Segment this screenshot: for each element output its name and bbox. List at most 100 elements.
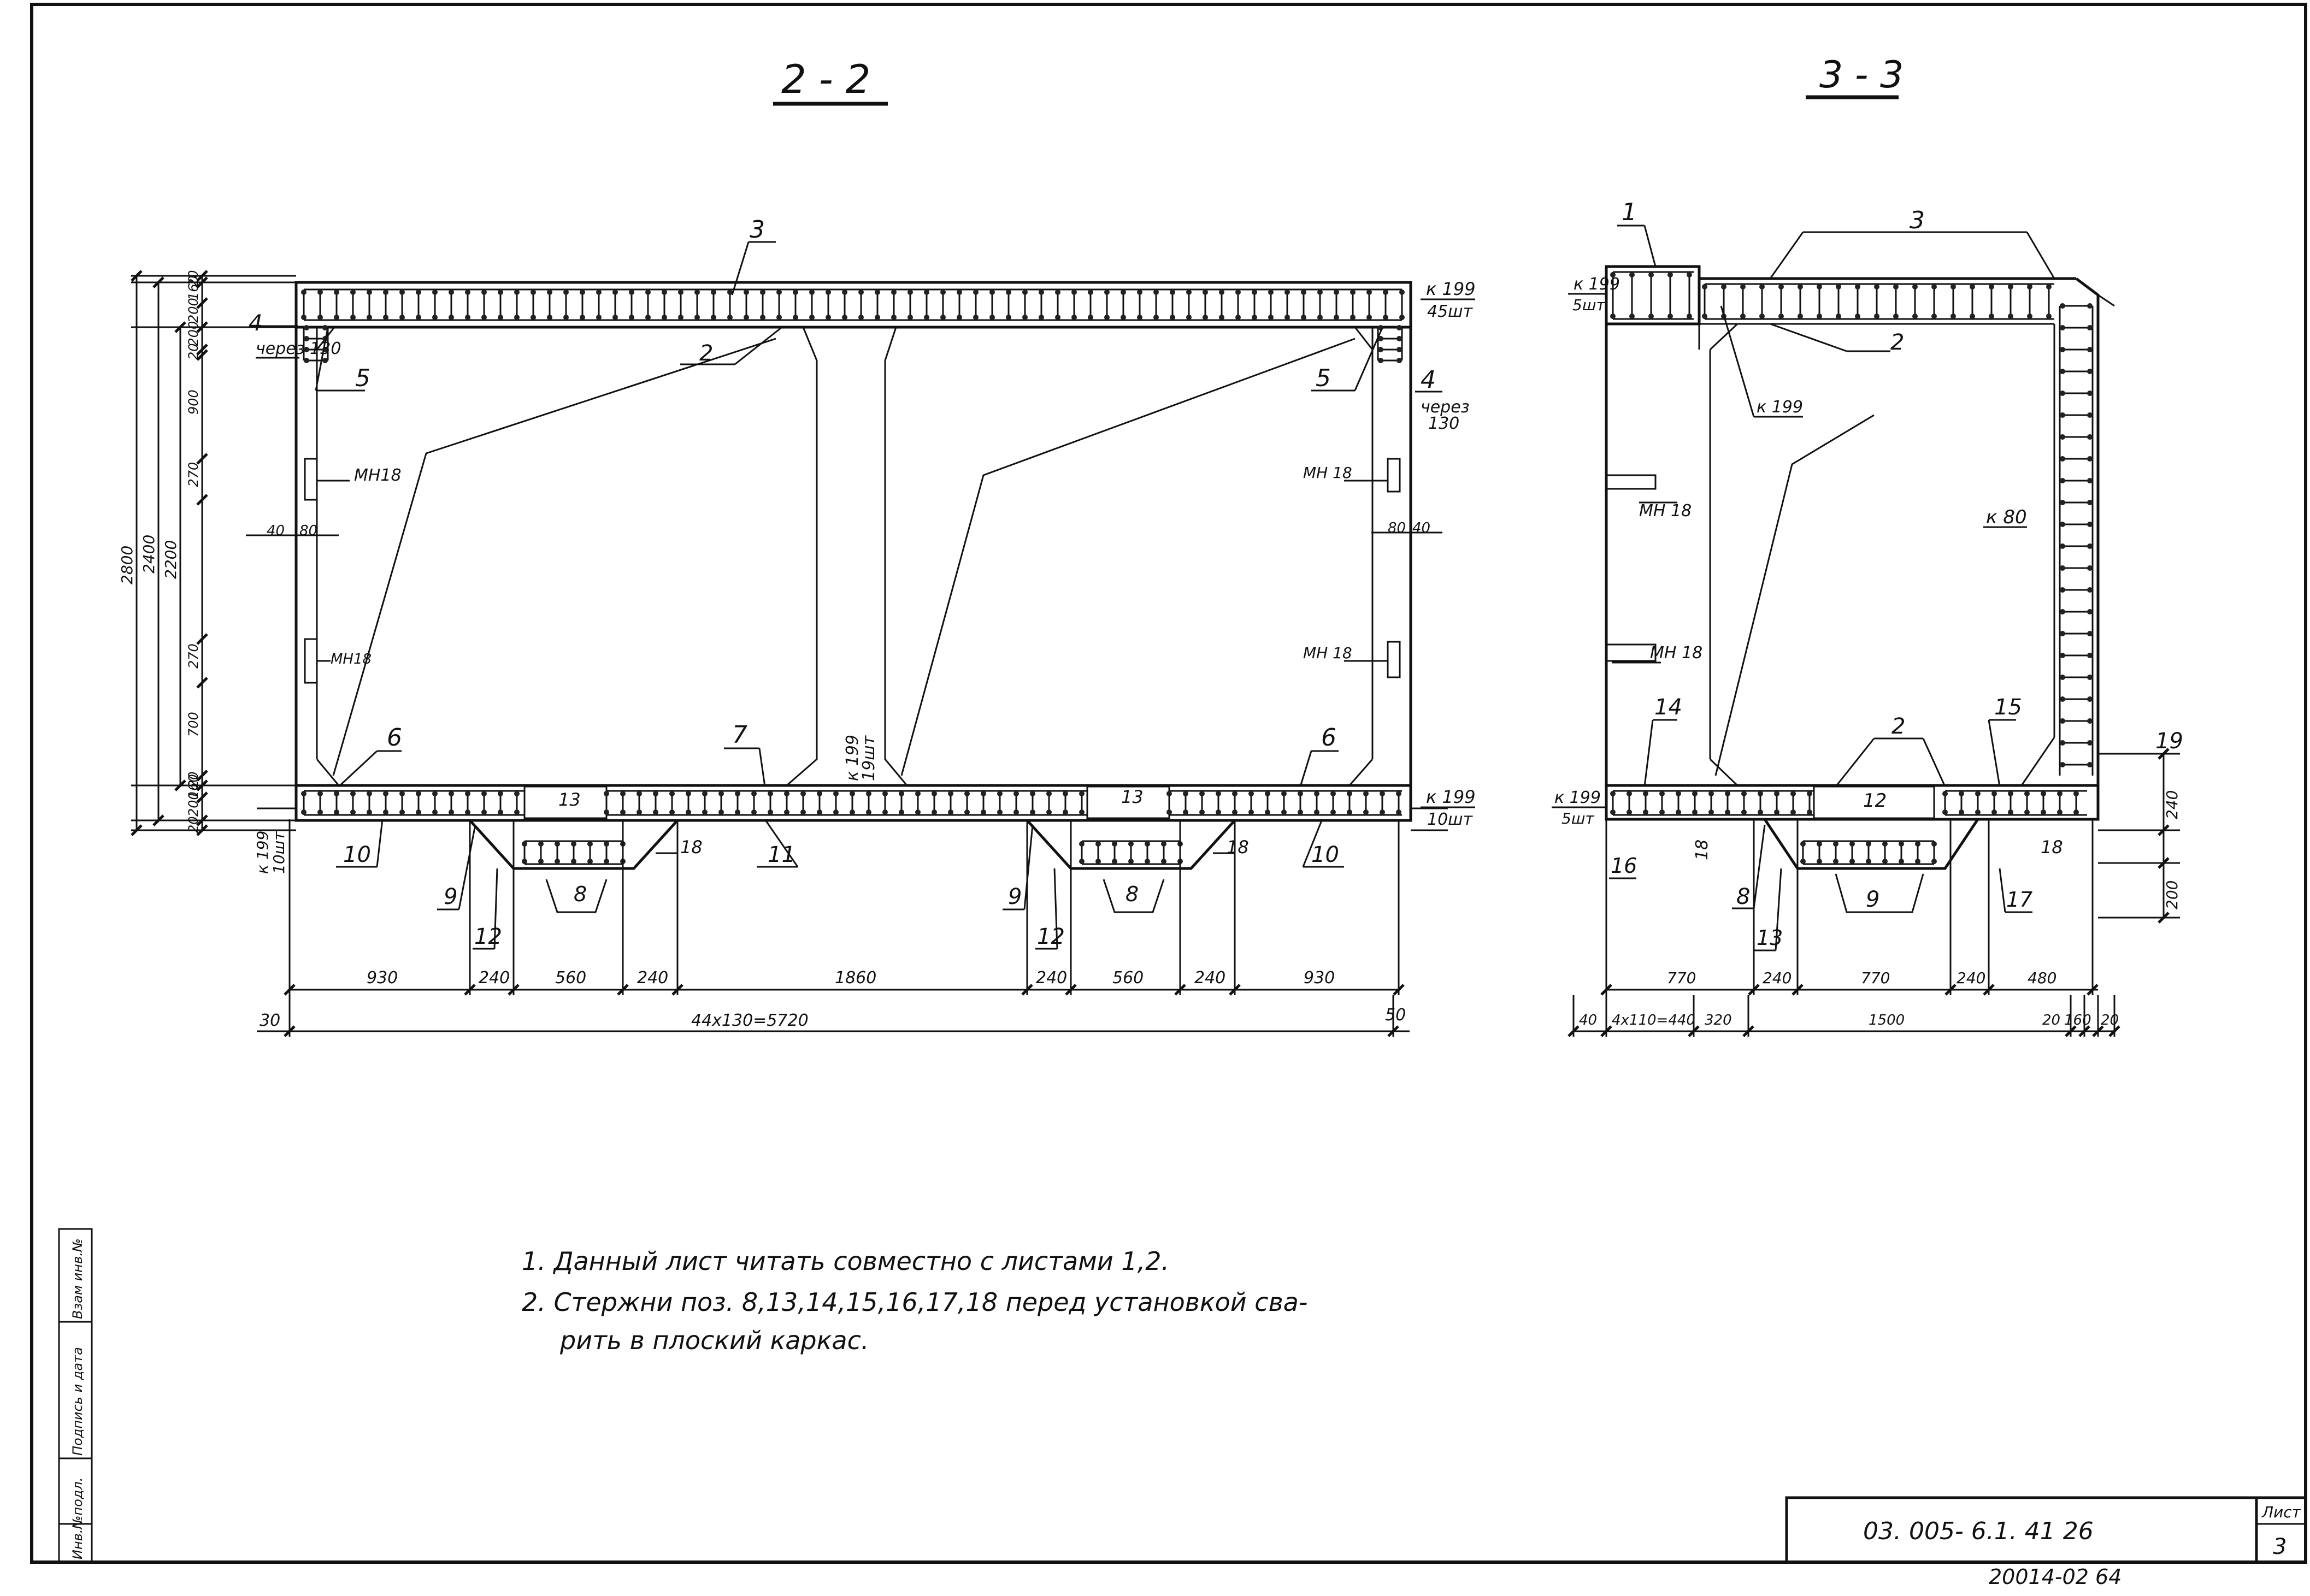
rebar-dot xyxy=(793,315,798,320)
rebar-dot xyxy=(498,289,503,295)
rebar-dot xyxy=(1708,809,1714,815)
rebar-dot xyxy=(1702,284,1707,289)
rebar-dot xyxy=(2060,718,2065,724)
dimension-label: 40 xyxy=(267,523,285,539)
rebar-dot xyxy=(2027,314,2032,319)
rebar-dot xyxy=(1268,315,1274,320)
rebar-dot xyxy=(850,809,855,815)
rebar-dot xyxy=(1931,841,1937,847)
dimension-label: 40 xyxy=(1412,520,1430,536)
rebar-dot xyxy=(1248,809,1254,815)
rebar-cages-3-3 xyxy=(1610,271,2094,865)
rebar-dot xyxy=(629,289,634,295)
dimension-label: 270 xyxy=(186,462,201,487)
rebar-dot xyxy=(1741,791,1747,796)
rebar-dot xyxy=(416,791,421,796)
dimension-label: 200 xyxy=(186,298,201,323)
rebar-dot xyxy=(1882,859,1888,864)
rebar-dot xyxy=(1013,809,1019,815)
dimension-label: 200 xyxy=(186,791,201,817)
rebar-dot xyxy=(882,791,888,796)
rebar-dot xyxy=(1347,791,1352,796)
rebar-dot xyxy=(2087,631,2093,636)
section-3-3-outline xyxy=(1605,265,2180,919)
rebar-dot xyxy=(637,791,642,796)
rebar-dot xyxy=(1970,284,1975,289)
dimension-label: 1500 xyxy=(1869,1012,1905,1028)
rebar-dot xyxy=(383,315,388,320)
rebar-dot xyxy=(1022,289,1028,295)
rebar-dot xyxy=(596,315,602,320)
rebar-dot xyxy=(1366,289,1372,295)
rebar-dot xyxy=(334,809,339,815)
rebar-dot xyxy=(662,315,667,320)
rebar-dot xyxy=(1692,791,1698,796)
dimension-tick xyxy=(196,349,208,361)
rebar-dot xyxy=(604,791,609,796)
rebar-dot xyxy=(531,289,536,295)
rebar-dot xyxy=(957,315,962,320)
rebar-dot xyxy=(1610,809,1616,815)
rebar-dot xyxy=(2008,314,2013,319)
dimension-tick xyxy=(196,770,208,782)
rebar-dot xyxy=(702,791,708,796)
rebar-dot xyxy=(850,791,855,796)
rebar-dot xyxy=(555,841,560,847)
rebar-dot xyxy=(1063,809,1068,815)
rebar-dot xyxy=(1088,315,1093,320)
rebar-dot xyxy=(2060,500,2065,505)
rebar-dot xyxy=(997,791,1003,796)
mark-k199: к 199 xyxy=(1426,279,1476,299)
dimension-label: 270 xyxy=(186,643,201,669)
rebar-dot xyxy=(304,325,309,330)
rebar-dot xyxy=(1317,289,1323,295)
rebar-dot xyxy=(1807,791,1812,796)
rebar-dot xyxy=(1378,336,1383,341)
rebar-dot xyxy=(2041,809,2046,815)
pos-label-11: 11 xyxy=(768,842,795,867)
rebar-dot xyxy=(1396,358,1402,363)
rebar-dot xyxy=(2087,653,2093,658)
rebar-dot xyxy=(399,791,405,796)
rebar-dot xyxy=(1022,315,1028,320)
rebar-dot xyxy=(1363,809,1369,815)
dimension-label: 4х110=440 xyxy=(1612,1012,1695,1028)
rebar-dot xyxy=(1399,315,1405,320)
vertical-dimensions-2-2: 2016020020020900270270700201602002022002… xyxy=(118,270,296,836)
rebar-dot xyxy=(1079,841,1085,847)
rebar-dot xyxy=(2087,500,2093,505)
rebar-dot xyxy=(1800,859,1806,864)
rebar-dot xyxy=(2024,791,2030,796)
rebar-dot xyxy=(1071,315,1077,320)
rebar-dot xyxy=(784,791,789,796)
rebar-dot xyxy=(1648,272,1654,277)
rebar-dot xyxy=(702,809,708,815)
rebar-dot xyxy=(932,791,937,796)
sheet-number: 3 xyxy=(2273,1534,2287,1559)
dimension-label: 20 xyxy=(186,270,201,287)
rebar-dot xyxy=(727,315,733,320)
rebar-dot xyxy=(1893,284,1899,289)
rebar-dot xyxy=(2060,675,2065,680)
rebar-dot xyxy=(350,791,356,796)
rebar-dot xyxy=(481,791,487,796)
rebar-dot xyxy=(1912,284,1918,289)
rebar-dot xyxy=(899,791,904,796)
mark-k199: к 199 xyxy=(1426,787,1476,807)
rebar-dot xyxy=(2057,791,2062,796)
rebar-dot xyxy=(1629,314,1635,319)
pos-label-9: 9 xyxy=(1866,887,1879,912)
pos-label-4: 4 xyxy=(249,311,262,336)
rebar-dot xyxy=(2060,609,2065,614)
stamp-label-sign: Подпись и дата xyxy=(70,1347,85,1456)
dimension-tick xyxy=(2158,824,2170,836)
pos-label-10: 10 xyxy=(1311,842,1339,867)
rebar-dot xyxy=(1383,315,1388,320)
rebar-dot xyxy=(2087,391,2093,396)
rebar-dot xyxy=(1931,284,1937,289)
rebar-dot xyxy=(1071,289,1077,295)
pos-label-16: 16 xyxy=(1611,854,1637,878)
rebar-dot xyxy=(555,859,560,864)
rebar-dot xyxy=(449,315,454,320)
rebar-dot xyxy=(2008,284,2013,289)
